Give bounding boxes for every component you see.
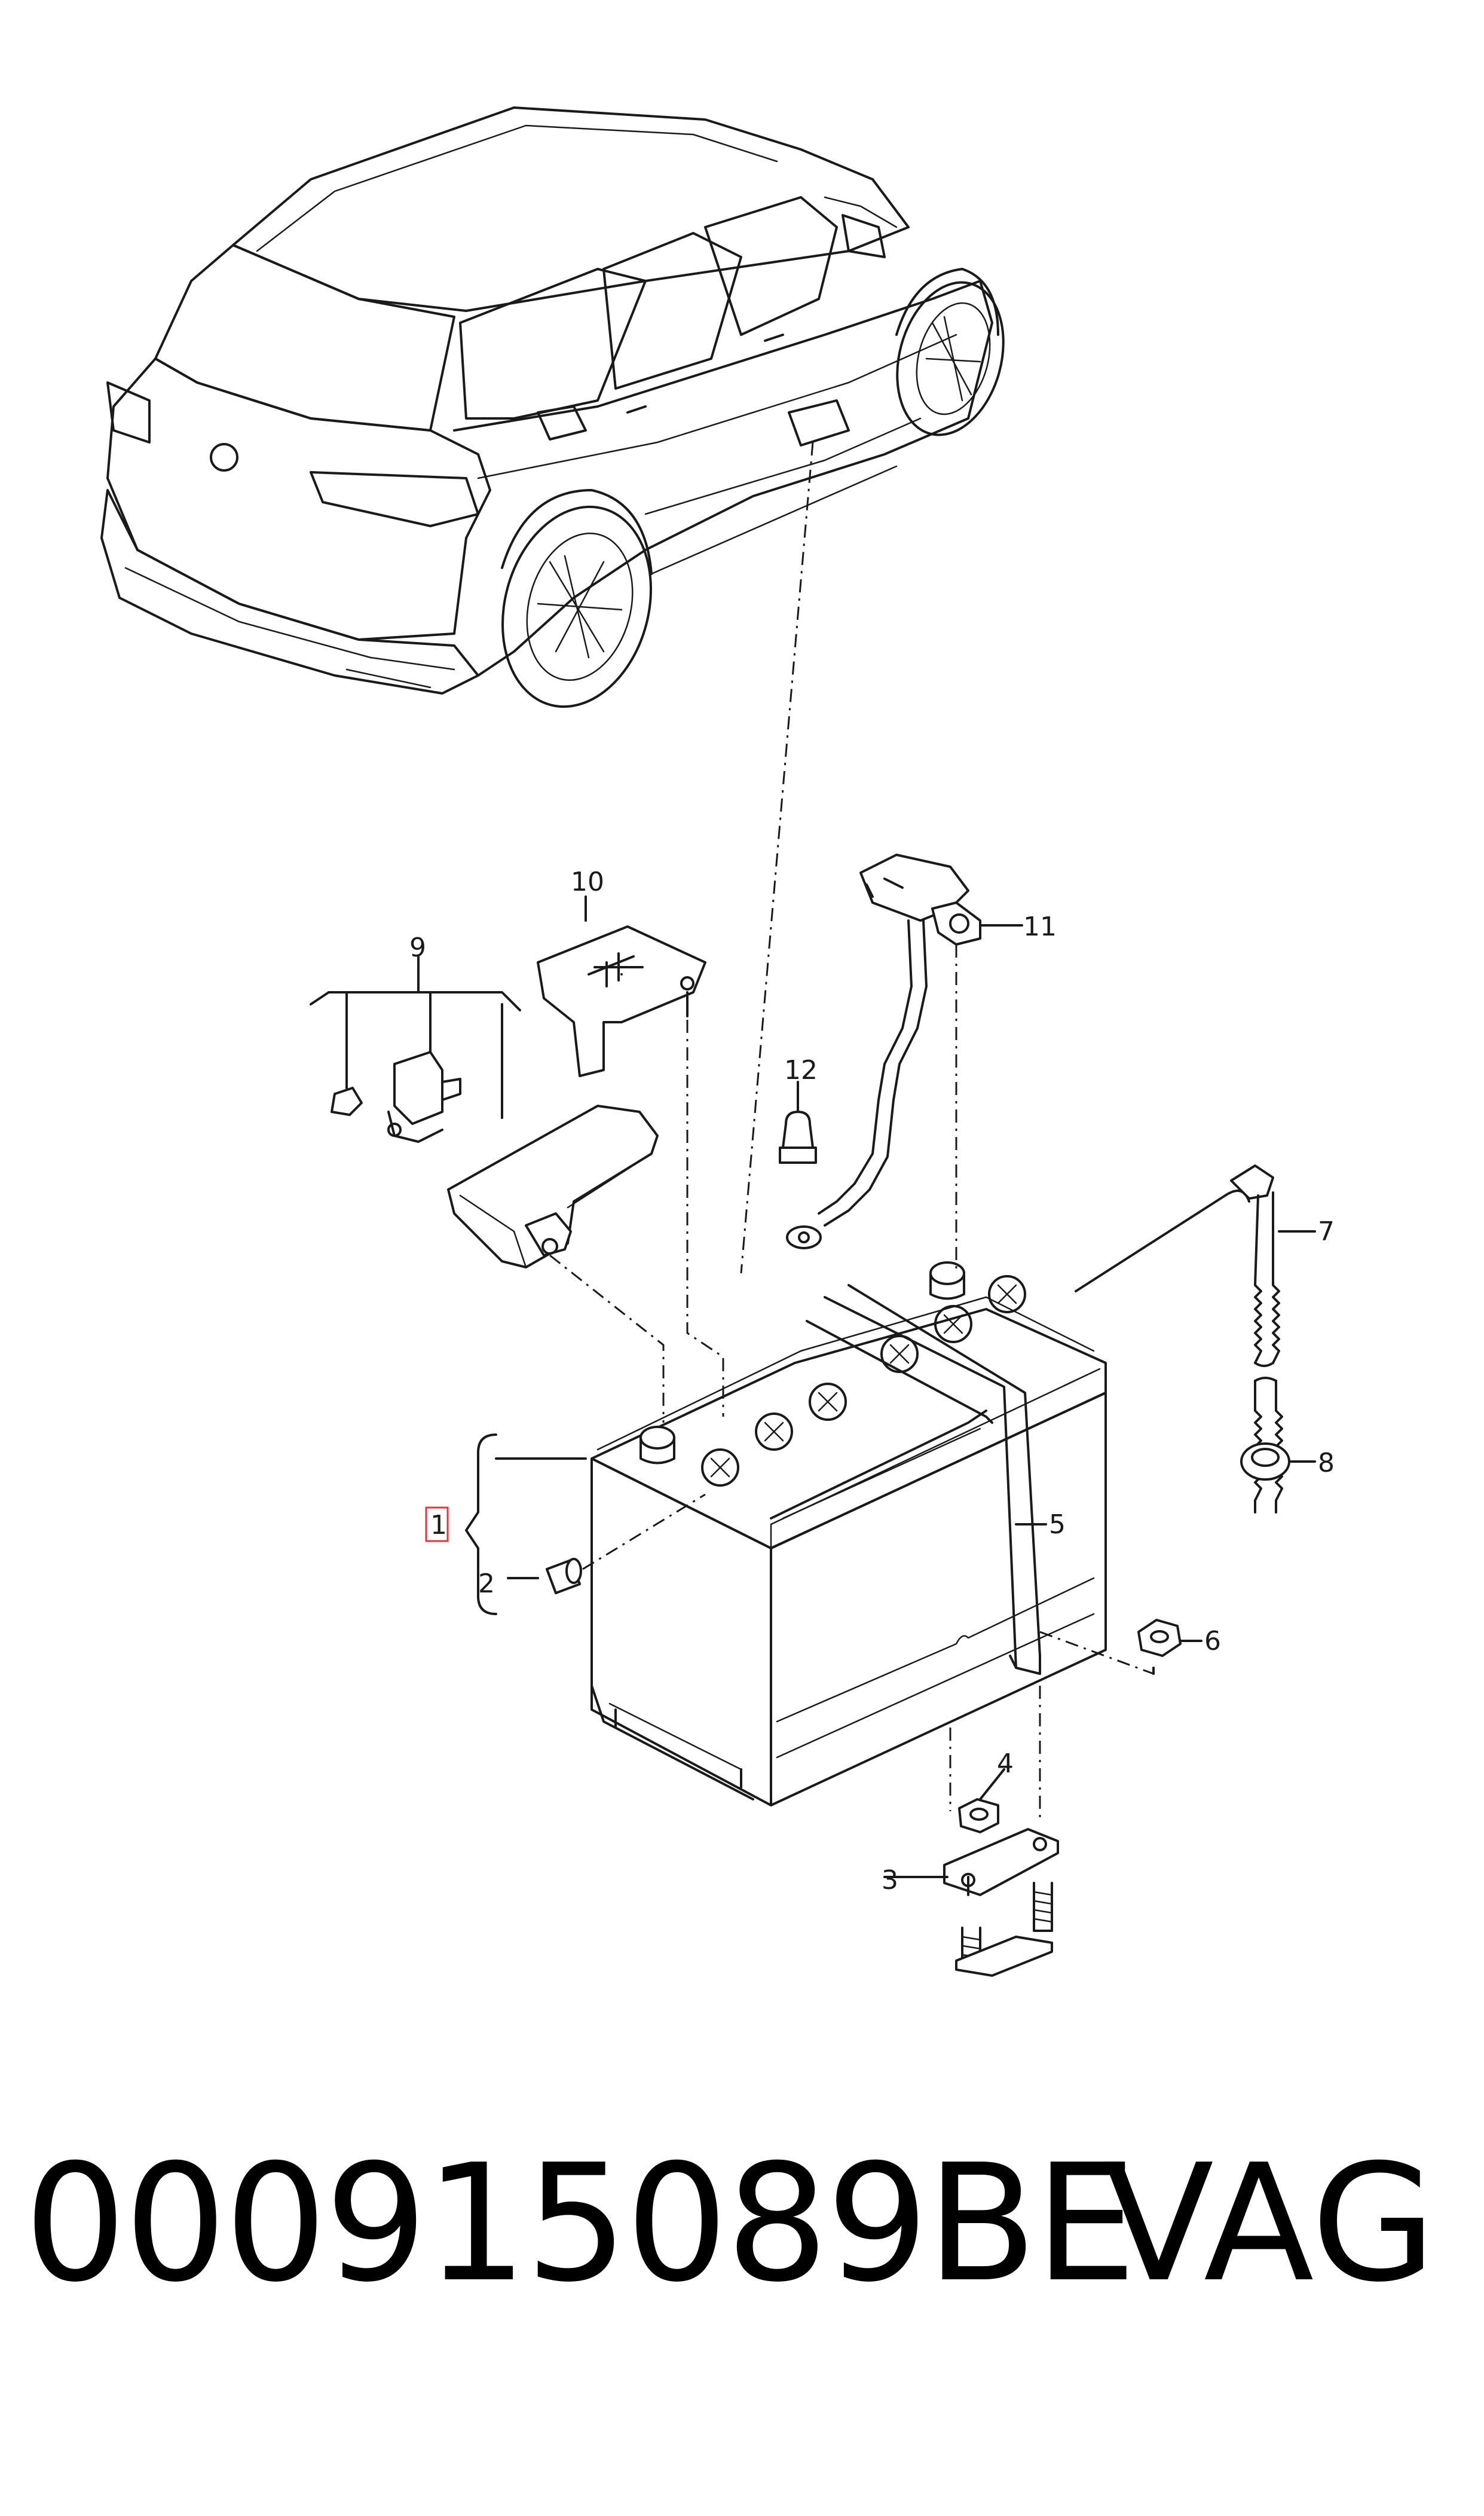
callout-1[interactable]: 1 — [430, 1510, 447, 1540]
callout-8[interactable]: 8 — [1318, 1448, 1335, 1478]
part-11-battery-sensor-cable — [786, 854, 1023, 1273]
battery-vent-caps — [701, 1275, 1026, 1487]
callout-4[interactable]: 4 — [997, 1748, 1014, 1779]
vehicle-illustration — [100, 106, 1005, 708]
callout-11[interactable]: 11 — [1023, 912, 1057, 942]
callout-10[interactable]: 10 — [571, 867, 604, 897]
part-6-hex-nut — [1039, 1619, 1203, 1675]
part-3-4-mount-bracket — [883, 1686, 1059, 1977]
part-10-terminal-cover — [537, 895, 724, 1417]
callout-6[interactable]: 6 — [1204, 1626, 1221, 1656]
battery-assembly — [590, 1261, 1107, 1806]
callout-1-bracket — [465, 1433, 587, 1615]
part-12-ground-bolt — [779, 1081, 817, 1164]
battery-terminals — [640, 1261, 965, 1465]
callout-12[interactable]: 12 — [784, 1055, 818, 1086]
brand-name: VAG — [1103, 2129, 1436, 2318]
callout-2[interactable]: 2 — [478, 1569, 495, 1599]
callout-1-highlight-box — [425, 1506, 449, 1542]
part-8-grommet — [1240, 1442, 1316, 1481]
location-leader-line — [740, 442, 814, 1274]
part-2-vent-plug — [546, 1493, 706, 1594]
part-number-footer: 000915089BE VAG — [0, 2116, 1484, 2331]
callout-labels: 1 2 3 4 5 6 7 8 9 10 11 12 — [409, 867, 1335, 1896]
callout-5[interactable]: 5 — [1049, 1509, 1066, 1540]
callout-9[interactable]: 9 — [409, 933, 426, 963]
part-number: 000915089BE — [24, 2129, 1137, 2318]
callout-7[interactable]: 7 — [1318, 1216, 1335, 1247]
part-9-group — [310, 955, 665, 1423]
callout-3[interactable]: 3 — [882, 1865, 898, 1896]
